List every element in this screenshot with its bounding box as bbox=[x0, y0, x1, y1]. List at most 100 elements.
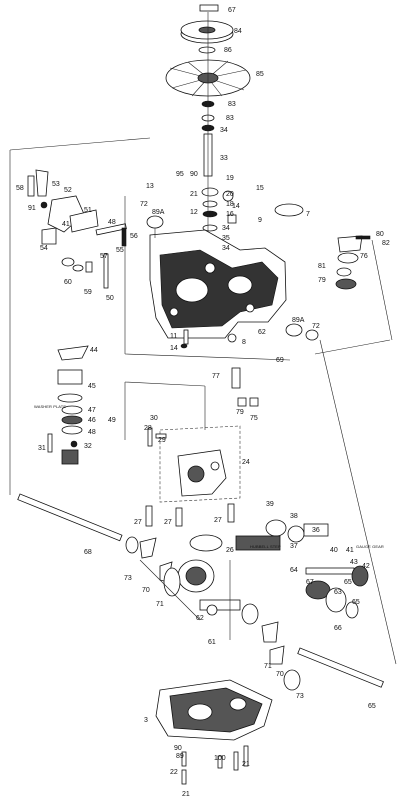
part-label: 83 bbox=[226, 115, 234, 122]
part-label: 67 bbox=[306, 579, 314, 586]
part-label: 45 bbox=[88, 383, 96, 390]
part-label: 68 bbox=[84, 549, 92, 556]
part-label: 100 bbox=[214, 755, 226, 762]
part-label: 56 bbox=[130, 233, 138, 240]
part-label: 46 bbox=[88, 417, 96, 424]
part-label: 73 bbox=[124, 575, 132, 582]
part-label: 95 bbox=[176, 171, 184, 178]
part-label: 16 bbox=[226, 211, 234, 218]
part-label: 11 bbox=[170, 333, 177, 340]
transaxle-housing bbox=[149, 229, 287, 339]
part-label: 81 bbox=[318, 263, 326, 270]
part-label: 72 bbox=[140, 201, 148, 208]
part-label: 86 bbox=[224, 47, 232, 54]
part-label: 90 bbox=[174, 745, 182, 752]
part-label: 63 bbox=[334, 589, 342, 596]
part-label: 69 bbox=[276, 357, 284, 364]
part-label: 84 bbox=[234, 28, 242, 35]
leader-lines bbox=[9, 137, 397, 665]
part-label: 38 bbox=[290, 513, 298, 520]
part-label: 55 bbox=[116, 247, 124, 254]
part-label: 47 bbox=[88, 407, 96, 414]
lower-case bbox=[155, 679, 273, 785]
part-label: 70 bbox=[276, 671, 284, 678]
pulley-assembly bbox=[180, 4, 234, 54]
part-label: 54 bbox=[40, 245, 48, 252]
part-label: 48 bbox=[88, 429, 96, 436]
part-label: 40 bbox=[330, 547, 338, 554]
part-label: 83 bbox=[228, 101, 236, 108]
part-label: 28 bbox=[144, 425, 152, 432]
part-labels: 67 84 86 85 83 83 34 33 95 90 13 21 12 2… bbox=[16, 7, 390, 798]
part-label: 8 bbox=[242, 339, 246, 346]
part-label: 66 bbox=[334, 625, 342, 632]
part-label: 49 bbox=[108, 417, 116, 424]
part-label: 39 bbox=[266, 501, 274, 508]
part-label: 52 bbox=[64, 187, 72, 194]
part-label: 42 bbox=[362, 563, 370, 570]
part-label: 12 bbox=[190, 209, 198, 216]
seal-parts bbox=[180, 323, 319, 349]
part-label: 58 bbox=[16, 185, 24, 192]
part-label: 24 bbox=[242, 459, 250, 466]
right-control-parts bbox=[222, 190, 371, 290]
part-label: 13 bbox=[146, 183, 154, 190]
part-label: 34 bbox=[220, 127, 228, 134]
part-label: 27 bbox=[134, 519, 142, 526]
part-label: 21 bbox=[182, 791, 190, 798]
part-label: 33 bbox=[220, 155, 228, 162]
captions: WASHER PLATE HUBBELL STEP GAUGE GEAR bbox=[34, 404, 384, 549]
part-label: 29 bbox=[158, 437, 166, 444]
caption-hubbell-step: HUBBELL STEP bbox=[250, 544, 281, 549]
part-label: 72 bbox=[312, 323, 320, 330]
part-label: 89A bbox=[292, 317, 305, 324]
part-label: 71 bbox=[156, 601, 164, 608]
part-label: 27 bbox=[164, 519, 172, 526]
part-label: 50 bbox=[106, 295, 114, 302]
part-label: 73 bbox=[296, 693, 304, 700]
part-label: 20 bbox=[226, 191, 234, 198]
part-label: 14 bbox=[232, 203, 240, 210]
part-label: 43 bbox=[350, 559, 358, 566]
part-label: 41 bbox=[62, 221, 70, 228]
part-label: 36 bbox=[312, 527, 320, 534]
part-label: 77 bbox=[212, 373, 220, 380]
part-label: 51 bbox=[84, 207, 92, 214]
part-label: 37 bbox=[290, 543, 298, 550]
part-label: 30 bbox=[150, 415, 158, 422]
part-label: 53 bbox=[52, 181, 60, 188]
part-label: 62 bbox=[196, 615, 204, 622]
part-label: 18 bbox=[226, 201, 234, 208]
right-axle bbox=[261, 621, 384, 691]
part-label: 31 bbox=[38, 445, 46, 452]
part-label: 7 bbox=[306, 211, 310, 218]
part-label: 65 bbox=[368, 703, 376, 710]
part-label: 61 bbox=[208, 639, 216, 646]
part-label: 90 bbox=[190, 171, 198, 178]
part-label: 44 bbox=[90, 347, 98, 354]
part-label: 62 bbox=[258, 329, 266, 336]
part-label: 9 bbox=[258, 217, 262, 224]
part-label: 65 bbox=[344, 579, 352, 586]
part-label: 34 bbox=[222, 225, 230, 232]
part-label: 22 bbox=[170, 769, 178, 776]
left-axle bbox=[17, 493, 223, 583]
gear-train bbox=[163, 519, 369, 625]
part-label: 89A bbox=[152, 209, 165, 216]
part-label: 80 bbox=[376, 231, 384, 238]
part-label: 48 bbox=[108, 219, 116, 226]
part-label: 57 bbox=[100, 253, 108, 260]
part-label: 65 bbox=[352, 599, 360, 606]
control-arm-parts bbox=[27, 169, 164, 289]
part-label: 59 bbox=[84, 289, 92, 296]
part-label: 75 bbox=[250, 415, 258, 422]
part-label: 76 bbox=[360, 253, 368, 260]
part-label: 67 bbox=[228, 7, 236, 14]
part-label: 64 bbox=[290, 567, 298, 574]
part-label: 91 bbox=[28, 205, 36, 212]
part-label: 79 bbox=[318, 277, 326, 284]
left-bearing-stack bbox=[47, 345, 89, 465]
part-label: 41 bbox=[346, 547, 354, 554]
